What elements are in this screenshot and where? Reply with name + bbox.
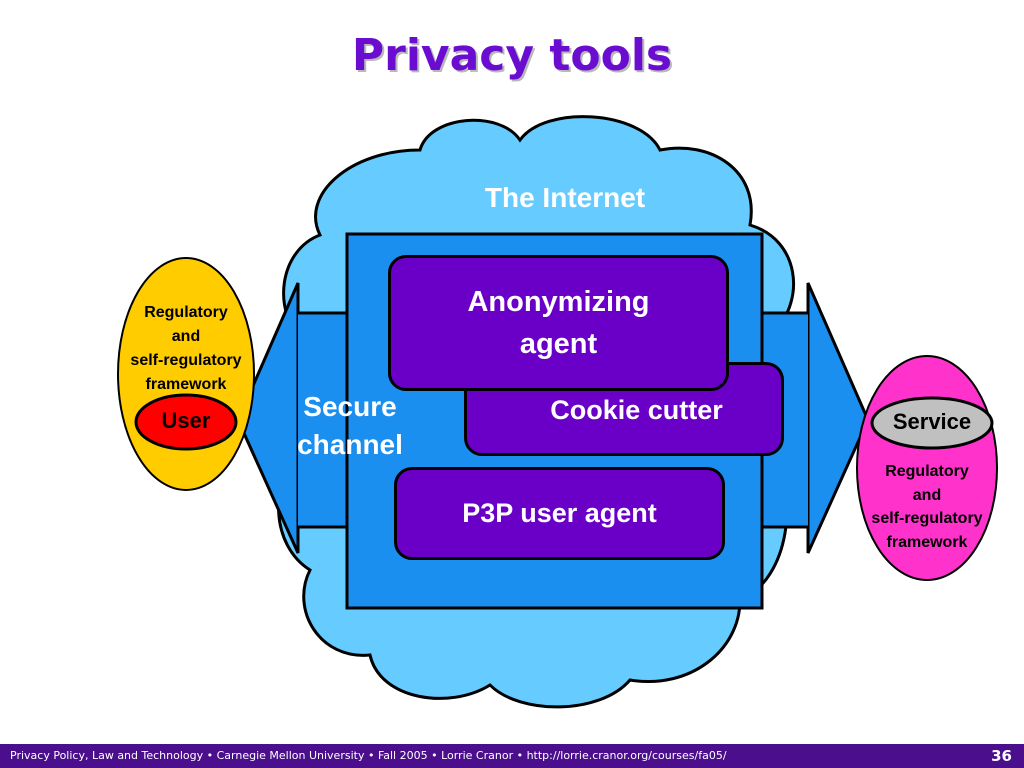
user-badge	[134, 393, 238, 451]
footer-bar: Privacy Policy, Law and Technology • Car…	[0, 744, 1024, 768]
user-framework-line: self-regulatory	[130, 352, 242, 369]
service-framework-line: and	[912, 486, 942, 504]
cookie-cutter-label: Cookie cutter	[550, 394, 723, 425]
secure-channel-label-line1: Secure	[303, 391, 397, 422]
anonymizing-agent-box: Anonymizing agent	[388, 255, 729, 391]
user-framework-text: Regulatory and self-regulatory framework	[106, 301, 266, 397]
service-framework-line: Regulatory	[885, 463, 969, 480]
user-framework-line: framework	[145, 376, 227, 393]
service-framework-line: self-regulatory	[871, 510, 983, 527]
internet-label: The Internet	[484, 182, 646, 213]
service-label: Service	[892, 409, 972, 434]
service-oval	[856, 355, 998, 581]
secure-channel-label: Secure channel	[275, 388, 425, 464]
user-framework-line: and	[171, 328, 201, 345]
service-framework-line: framework	[886, 533, 968, 551]
slide-title: Privacy tools	[351, 30, 673, 81]
service-badge	[870, 396, 994, 450]
footer-text: Privacy Policy, Law and Technology • Car…	[10, 749, 727, 762]
page-number: 36	[991, 747, 1012, 765]
p3p-user-agent-label: P3P user agent	[462, 498, 657, 528]
anonymizing-agent-label-line1: Anonymizing	[467, 286, 650, 318]
secure-channel-label-line2: channel	[297, 429, 403, 460]
service-framework-text: Regulatory and self-regulatory framework	[852, 460, 1002, 554]
user-oval	[117, 257, 255, 491]
user-framework-line: Regulatory	[144, 304, 228, 321]
user-label: User	[161, 408, 211, 433]
p3p-user-agent-box: P3P user agent	[394, 467, 725, 560]
anonymizing-agent-label-line2: agent	[519, 328, 598, 360]
